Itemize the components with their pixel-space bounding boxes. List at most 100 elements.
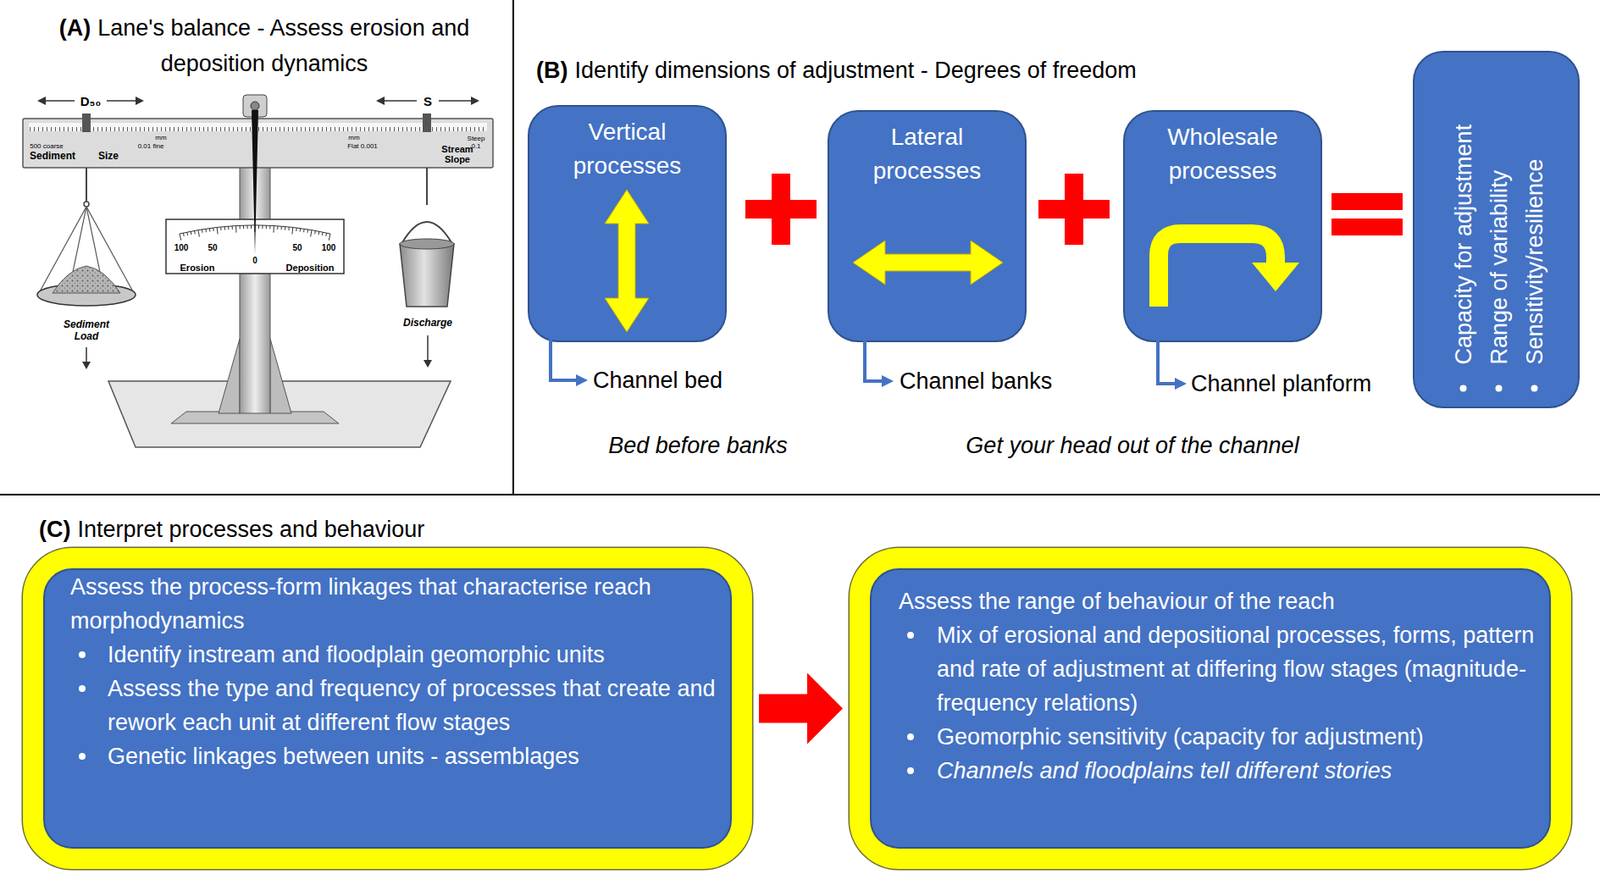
dial-tick bbox=[190, 231, 193, 235]
panel-heading: (A)Lane's balance - Assess erosion and d… bbox=[16, 10, 512, 82]
label-box: Steep bbox=[467, 134, 486, 143]
label-text: Deposition bbox=[286, 262, 335, 273]
label-text: Lane's balance - Assess erosion and depo… bbox=[97, 15, 470, 77]
bullet-dot bbox=[1494, 384, 1502, 392]
box-text: Wholesale processes bbox=[1167, 123, 1279, 184]
balance-illustration bbox=[106, 99, 138, 102]
bullet-dot bbox=[78, 685, 86, 693]
text-row: Assess the type and frequency of process… bbox=[70, 671, 719, 740]
dial-tick bbox=[306, 229, 309, 233]
wholesale-arrow-icon bbox=[1158, 233, 1300, 307]
balance-illustration bbox=[52, 265, 121, 294]
text-row: Vertical processes bbox=[536, 115, 719, 183]
plus-sign bbox=[745, 173, 1110, 245]
label-text: Discharge bbox=[403, 316, 453, 329]
dial-tick bbox=[269, 225, 271, 229]
equals-sign bbox=[1331, 193, 1403, 211]
label-box: 0 bbox=[252, 255, 258, 266]
box-content: Assess the process-form linkages that ch… bbox=[70, 570, 719, 774]
label-box: Sediment Load bbox=[56, 318, 117, 343]
box-content: Lateral processes bbox=[835, 120, 1019, 189]
label-text: 50 bbox=[292, 243, 302, 253]
dial-tick bbox=[295, 227, 297, 232]
label-text: (A) bbox=[59, 15, 91, 41]
balance-illustration bbox=[135, 96, 144, 106]
label-text: 50 bbox=[207, 243, 217, 253]
text-row: Assess the process-form linkages that ch… bbox=[70, 570, 719, 638]
label-text: Stream bbox=[441, 143, 473, 155]
box-text: Lateral processes bbox=[873, 123, 982, 184]
balance-illustration bbox=[426, 167, 428, 205]
label-box: 500 coarse bbox=[29, 142, 64, 150]
balance-illustration bbox=[470, 96, 480, 106]
box-content: Capacity for adjustmentRange of variabil… bbox=[1414, 52, 1578, 407]
dial-tick bbox=[287, 226, 289, 231]
bullet-dot bbox=[78, 752, 86, 760]
leader-arrow bbox=[864, 338, 884, 382]
wholesale-arrow-icon bbox=[1158, 233, 1276, 307]
label-text: 100 bbox=[321, 243, 337, 253]
label-text: Bed before banks bbox=[608, 432, 788, 459]
label-box: Discharge bbox=[403, 316, 453, 329]
text-row: Sensitivity/resilience bbox=[1516, 52, 1552, 407]
interpretation-box: Assess the process-form linkages that ch… bbox=[22, 548, 753, 870]
leader-arrow bbox=[881, 375, 894, 388]
outcome-box: Capacity for adjustmentRange of variabil… bbox=[1412, 50, 1580, 409]
label-box: Slope bbox=[444, 154, 471, 166]
text-row: Mix of erosional and depositional proces… bbox=[898, 618, 1538, 720]
bullet-dot bbox=[907, 733, 914, 741]
balance-illustration bbox=[250, 101, 260, 111]
label-box: Bed before banks bbox=[608, 432, 788, 460]
box-text: Genetic linkages between units - assembl… bbox=[107, 743, 580, 770]
label-box: mm bbox=[348, 133, 360, 142]
dial-tick bbox=[250, 225, 252, 229]
balance-illustration bbox=[83, 201, 89, 207]
label-box: 0.01 fine bbox=[138, 142, 165, 150]
process-box: Lateral processes bbox=[827, 110, 1027, 343]
label-text: Erosion bbox=[180, 262, 216, 273]
label-box: Get your head out of the channel bbox=[965, 432, 1299, 460]
panel-divider bbox=[0, 0, 1600, 495]
balance-illustration bbox=[399, 238, 454, 250]
dial-tick bbox=[318, 231, 321, 235]
text-row: Range of variability bbox=[1480, 52, 1517, 407]
label-text: Sediment bbox=[29, 149, 76, 162]
dial-tick bbox=[179, 233, 182, 241]
dial-tick bbox=[232, 226, 233, 230]
equals-sign bbox=[1331, 218, 1403, 236]
box-text: Assess the type and frequency of process… bbox=[107, 675, 715, 736]
label-text: Get your head out of the channel bbox=[965, 432, 1299, 459]
label-text: Slope bbox=[444, 154, 471, 165]
text-row: Identify instream and floodplain geomorp… bbox=[70, 637, 719, 672]
dial-tick bbox=[193, 230, 196, 234]
balance-illustration bbox=[82, 361, 91, 370]
label-box: mm bbox=[155, 133, 167, 142]
box-text: Mix of erosional and depositional proces… bbox=[936, 622, 1534, 716]
label-text: 500 coarse bbox=[29, 142, 64, 150]
balance-illustration bbox=[82, 113, 91, 133]
dial-tick bbox=[276, 226, 278, 230]
label-box: S bbox=[423, 94, 432, 109]
dial-tick bbox=[220, 226, 222, 231]
dial-tick bbox=[258, 225, 260, 229]
wholesale-arrow-icon bbox=[1251, 262, 1300, 292]
label-text: mm bbox=[155, 133, 167, 142]
box-content: Assess the range of behaviour of the rea… bbox=[898, 584, 1538, 788]
balance-illustration bbox=[426, 335, 429, 361]
label-box: Channel banks bbox=[899, 368, 1052, 395]
leader-arrow bbox=[550, 338, 578, 381]
label-box: 50 bbox=[207, 243, 217, 254]
dial-tick bbox=[216, 227, 219, 235]
box-content: Vertical processes bbox=[536, 115, 719, 183]
text-row: Channels and floodplains tell different … bbox=[898, 753, 1538, 788]
plus-sign bbox=[1064, 173, 1084, 245]
label-text: D₅₀ bbox=[80, 94, 101, 109]
dial-tick bbox=[303, 228, 305, 233]
dial-tick bbox=[265, 225, 267, 229]
dial-tick bbox=[235, 226, 237, 233]
box-text: Sensitivity/resilience bbox=[1521, 158, 1547, 365]
dial-tick bbox=[212, 227, 214, 232]
box-text: Assess the process-form linkages that ch… bbox=[70, 574, 652, 634]
dial-tick bbox=[209, 228, 211, 233]
dial-tick bbox=[247, 225, 249, 229]
